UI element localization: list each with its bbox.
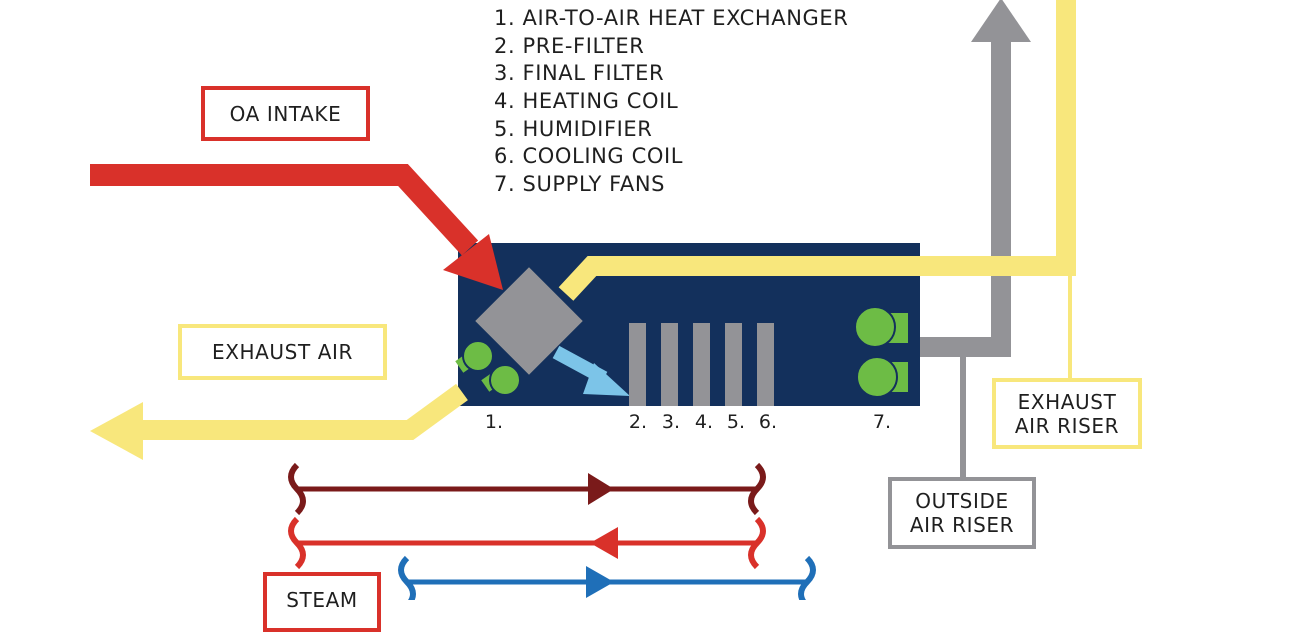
hvac-diagram	[90, 0, 1076, 600]
cooling-coil	[757, 323, 774, 406]
legend-item: 5. HUMIDIFIER	[494, 116, 653, 141]
component-label-4: 4.	[694, 411, 714, 433]
legend-item: 4. HEATING COIL	[494, 89, 679, 114]
oa-intake-arrowhead	[443, 234, 503, 290]
humidifier	[725, 323, 742, 406]
heating-coil	[693, 323, 710, 406]
exhaust-arrowhead	[90, 402, 143, 460]
component-label-2: 2.	[628, 411, 648, 433]
legend-item: 2. PRE-FILTER	[494, 33, 645, 58]
pipe-red	[288, 516, 766, 570]
outside-air-duct	[918, 40, 1011, 357]
pre-filter	[629, 323, 646, 406]
pipe-dark-red	[288, 462, 766, 516]
component-label-6: 6.	[758, 411, 778, 433]
legend-item: 3. FINAL FILTER	[494, 61, 665, 86]
oa-intake-duct	[90, 164, 479, 256]
exhaust-air-label: EXHAUST AIR	[178, 324, 387, 380]
exhaust-outlet-duct	[140, 383, 468, 440]
steam-label: STEAM	[263, 572, 381, 632]
exhaust-air-riser-label: EXHAUST AIR RISER	[992, 378, 1142, 449]
final-filter	[661, 323, 678, 406]
component-label-1: 1.	[484, 411, 504, 433]
legend-item: 6. COOLING COIL	[494, 144, 684, 169]
component-label-5: 5.	[726, 411, 746, 433]
exhaust-fans	[455, 340, 521, 396]
heat-exchanger	[475, 267, 583, 375]
outside-air-riser-label: OUTSIDE AIR RISER	[888, 477, 1036, 549]
component-label-3: 3.	[661, 411, 681, 433]
exhaust-duct	[558, 0, 1076, 301]
legend-item: 7. SUPPLY FANS	[494, 172, 666, 197]
component-label-7: 7.	[872, 411, 892, 433]
supply-air-arrowhead	[583, 363, 630, 396]
legend-item: 1. AIR-TO-AIR HEAT EXCHANGER	[494, 6, 849, 30]
pipe-blue	[398, 555, 816, 600]
component-legend: 1. AIR-TO-AIR HEAT EXCHANGER 2. PRE-FILT…	[494, 5, 848, 199]
oa-intake-label: OA INTAKE	[201, 86, 370, 141]
outside-air-arrowhead	[971, 0, 1031, 42]
supply-fans	[854, 306, 908, 398]
